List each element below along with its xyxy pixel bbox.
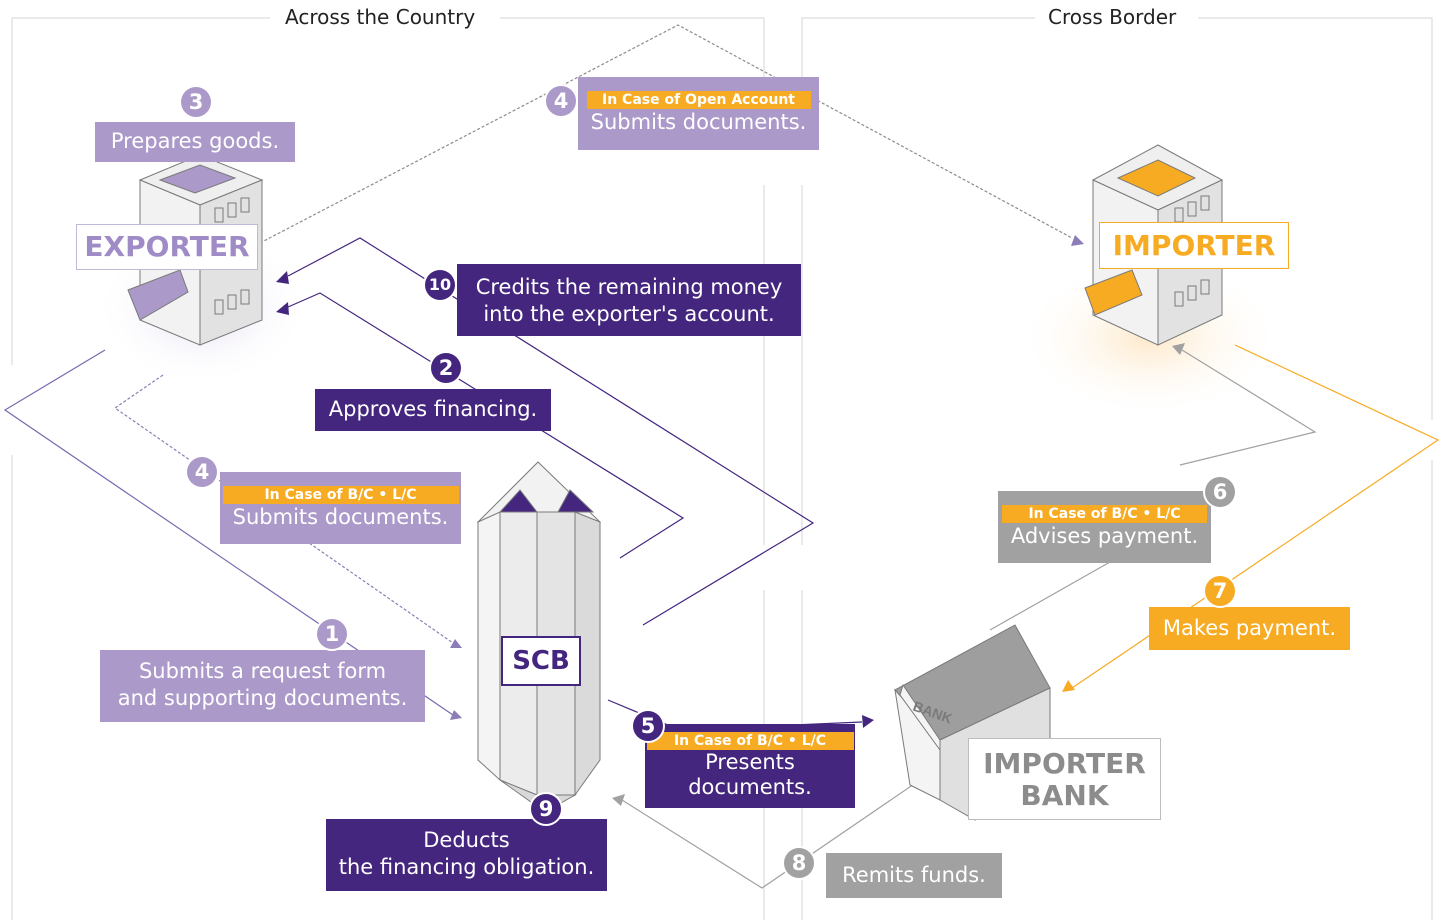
- step-3-box: Prepares goods.: [95, 122, 295, 162]
- step-5-box: In Case of B/C • L/C Presents documents.: [645, 724, 855, 808]
- step-10-box: Credits the remaining money into the exp…: [457, 264, 801, 336]
- step-5-tag: In Case of B/C • L/C: [646, 732, 854, 750]
- scb-label: SCB: [501, 636, 581, 686]
- arrow-step-4a: [259, 24, 1073, 244]
- step-4a-text: Submits documents.: [590, 110, 807, 134]
- step-5-line1: Presents: [705, 750, 795, 774]
- exporter-label: EXPORTER: [76, 224, 258, 270]
- step-6-text: Advises payment.: [1010, 524, 1199, 548]
- step-4b-box: In Case of B/C • L/C Submits documents.: [220, 472, 461, 544]
- importer-bank-label-line1: IMPORTER: [983, 747, 1146, 780]
- importer-bank-label-line2: BANK: [1020, 779, 1109, 812]
- step-4a-box: In Case of Open Account Submits document…: [578, 77, 819, 150]
- step-1-line2: and supporting documents.: [117, 686, 408, 710]
- step-7-text: Makes payment.: [1162, 616, 1337, 640]
- arrow-step-8: [621, 779, 921, 889]
- step-1-line1: Submits a request form: [138, 659, 387, 683]
- step-10-number: 10: [425, 270, 455, 300]
- arrow-step-10: [287, 237, 815, 626]
- step-4b-tag: In Case of B/C • L/C: [222, 486, 459, 504]
- step-9-box: Deducts the financing obligation.: [326, 819, 607, 891]
- arrow-step-6: [989, 561, 1111, 631]
- step-8-box: Remits funds.: [826, 853, 1002, 898]
- step-7-number: 7: [1205, 576, 1235, 606]
- step-8-number: 8: [784, 848, 814, 878]
- arrow-step-7: [1071, 344, 1440, 689]
- step-5-number: 5: [633, 711, 663, 741]
- step-9-number: 9: [531, 794, 561, 824]
- step-4a-tag: In Case of Open Account: [586, 91, 811, 109]
- step-9-line2: the financing obligation.: [338, 855, 595, 879]
- step-6-box: In Case of B/C • L/C Advises payment.: [998, 491, 1211, 563]
- step-9-line1: Deducts: [423, 828, 510, 852]
- importer-bank-label: IMPORTER BANK: [968, 738, 1161, 820]
- step-3-number: 3: [181, 87, 211, 117]
- step-10-line2: into the exporter's account.: [483, 302, 775, 326]
- step-2-number: 2: [431, 353, 461, 383]
- step-10-line1: Credits the remaining money: [475, 275, 783, 299]
- step-3-text: Prepares goods.: [110, 129, 280, 153]
- step-1-box: Submits a request form and supporting do…: [100, 650, 425, 722]
- step-2-text: Approves financing.: [328, 397, 538, 421]
- arrowheads: [276, 235, 1185, 806]
- step-4b-text: Submits documents.: [232, 505, 449, 529]
- arrow-step-1: [3, 349, 454, 716]
- step-6-tag: In Case of B/C • L/C: [1002, 505, 1207, 523]
- step-4a-number: 4: [546, 86, 576, 116]
- step-8-text: Remits funds.: [842, 863, 986, 887]
- step-1-number: 1: [317, 619, 347, 649]
- importer-label: IMPORTER: [1099, 222, 1289, 269]
- step-4b-number: 4: [187, 457, 217, 487]
- step-7-box: Makes payment.: [1149, 607, 1350, 650]
- arrow-step-4b: [113, 374, 454, 644]
- region-title-domestic: Across the Country: [277, 5, 484, 29]
- region-title-cross-border: Cross Border: [1040, 5, 1185, 29]
- step-6-number: 6: [1205, 477, 1235, 507]
- step-2-box: Approves financing.: [315, 389, 551, 431]
- step-5-line2: documents.: [688, 775, 812, 799]
